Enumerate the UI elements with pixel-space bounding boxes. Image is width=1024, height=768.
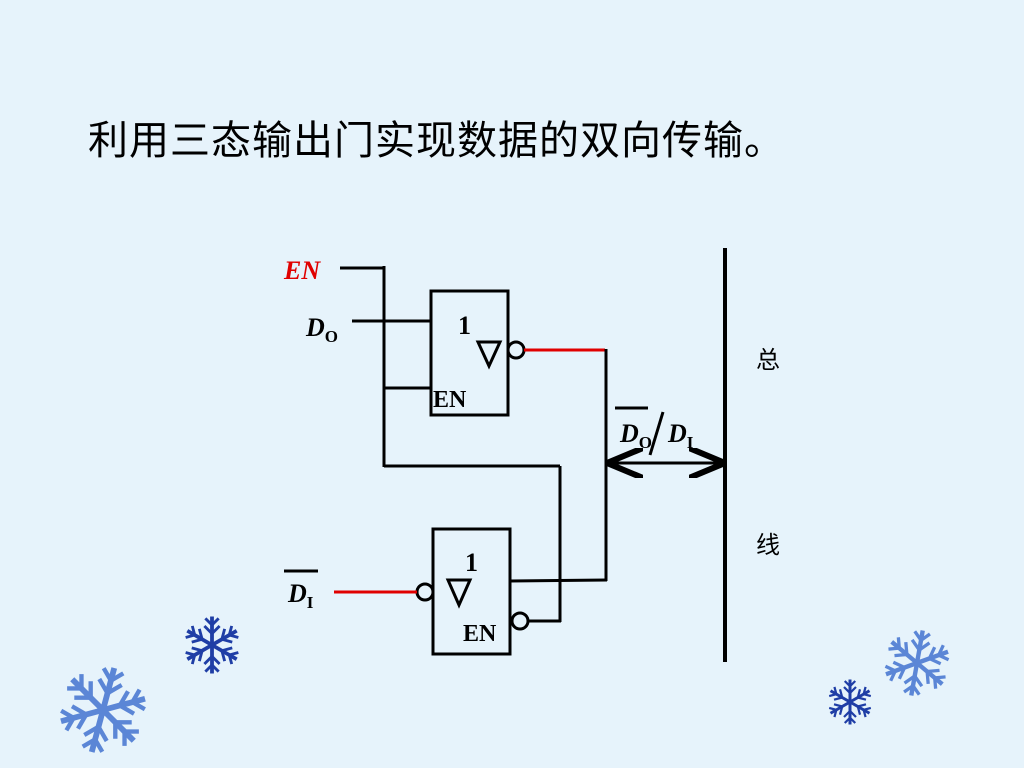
upper-gate-buffer-icon [475,340,503,370]
lower-gate-buffer-icon [445,578,473,609]
upper-gate-inverter-bubble [506,340,526,360]
di-input-label: DI [287,579,314,612]
upper-gate-en-label: EN [433,387,467,413]
snowflake-icon [826,678,874,726]
upper-gate-number: 1 [458,311,471,340]
bus-di-label: DI [667,419,694,452]
snowflake-icon [181,614,243,676]
snowflake-icon [50,657,156,764]
lower-gate-output-wire [509,578,608,583]
do-input-label: DO [305,313,338,346]
en-input-label: EN [283,256,321,285]
slide-title: 利用三态输出门实现数据的双向传输。 [88,118,785,164]
lower-gate-number: 1 [465,548,478,577]
bus-signal-label: DO [619,419,652,452]
bus-slash [648,411,665,456]
bus-label-bottom: 线 [756,531,780,559]
bus-label-top: 总 [756,346,780,374]
snowflake-icon [879,625,955,701]
lower-gate-input-bubble [415,582,435,602]
lower-gate-en-bubble [510,611,530,631]
lower-gate-en-label: EN [463,621,497,647]
